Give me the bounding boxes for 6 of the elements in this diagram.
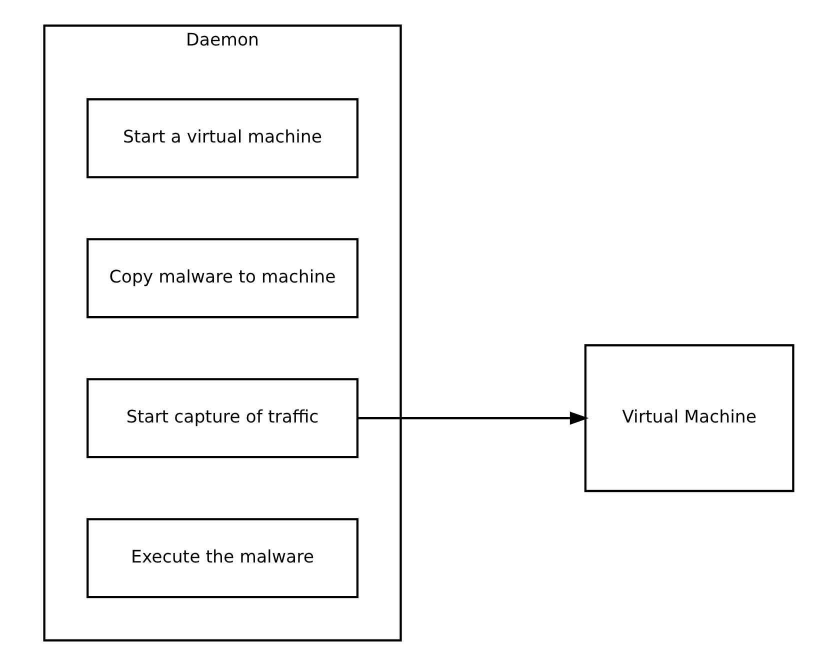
node-box: Execute the malware <box>86 518 359 598</box>
arrow <box>358 412 589 425</box>
node-box: Start a virtual machine <box>86 98 359 178</box>
node-box: Copy malware to machine <box>86 238 359 318</box>
node-box: Start capture of traffic <box>86 378 359 458</box>
node-box: Virtual Machine <box>584 344 794 492</box>
